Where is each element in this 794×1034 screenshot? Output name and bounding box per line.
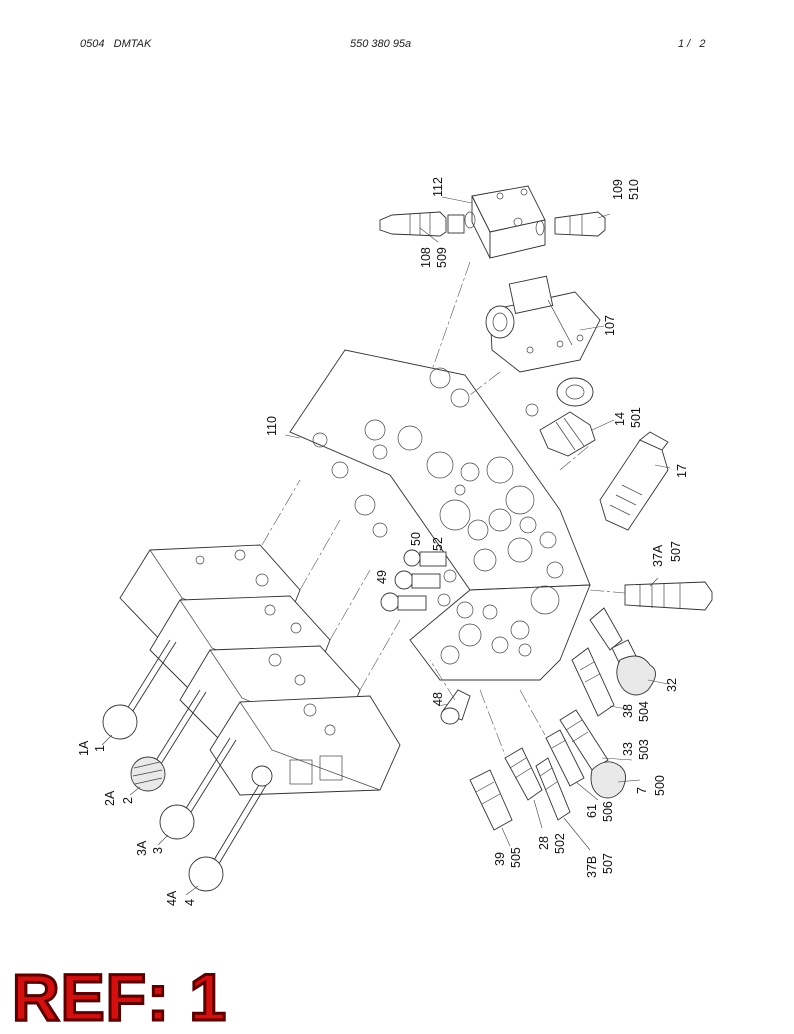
label-509: 509 [435, 247, 449, 268]
cartridge-37B [535, 757, 571, 821]
label-39: 39 [493, 852, 507, 866]
label-14: 14 [613, 412, 627, 426]
cartridge-32 [589, 607, 656, 696]
label-3A: 3A [135, 840, 149, 856]
cartridge-38 [571, 647, 615, 717]
block-112 [464, 185, 546, 259]
label-110: 110 [265, 416, 279, 436]
cartridge-33 [559, 709, 609, 771]
label-1: 1 [93, 745, 107, 752]
handle-2 [130, 689, 207, 792]
header-part-number: 550 380 95a [350, 38, 412, 50]
cartridge-14 [525, 377, 596, 457]
leader-lines [101, 196, 671, 896]
label-2: 2 [121, 797, 135, 804]
label-500: 500 [653, 775, 667, 796]
header-page-number: 1 / 2 [678, 38, 706, 50]
label-107: 107 [603, 315, 617, 336]
label-17: 17 [675, 464, 689, 478]
ref-stamp: REF: 1 [10, 960, 228, 1034]
label-49: 49 [375, 570, 389, 584]
label-28: 28 [537, 836, 551, 850]
cartridge-37A [624, 581, 713, 611]
label-37B: 37B [585, 856, 599, 878]
cartridge-7 [590, 761, 626, 799]
assembly-axes [261, 261, 626, 756]
label-507-a: 507 [669, 541, 683, 562]
label-1A: 1A [77, 740, 91, 756]
plug-48 [440, 689, 471, 725]
plug-group-49-52 [380, 549, 457, 612]
label-33: 33 [621, 742, 635, 756]
cartridge-108 [379, 211, 465, 237]
label-504: 504 [637, 701, 651, 722]
label-112: 112 [431, 177, 445, 197]
label-506: 506 [601, 801, 615, 822]
label-503: 503 [637, 739, 651, 760]
label-507-b: 507 [601, 853, 615, 874]
cartridge-28 [504, 747, 543, 801]
label-4A: 4A [165, 890, 179, 906]
cartridge-17 [599, 431, 669, 531]
label-510: 510 [627, 179, 641, 200]
part-labels: 112 109 510 108 509 107 110 14 501 17 37… [77, 177, 689, 906]
label-32: 32 [665, 678, 679, 692]
label-61: 61 [585, 804, 599, 818]
cartridge-109 [554, 211, 606, 237]
label-3: 3 [151, 847, 165, 854]
label-50: 50 [409, 532, 423, 546]
manifold-110 [289, 349, 591, 681]
label-52: 52 [431, 537, 445, 551]
valve-107 [485, 275, 601, 373]
label-7: 7 [635, 787, 649, 794]
label-4: 4 [183, 899, 197, 906]
cartridge-61 [545, 729, 585, 787]
label-37A: 37A [651, 544, 665, 567]
spool-sections [119, 544, 401, 796]
cartridge-39 [469, 769, 513, 831]
label-502: 502 [553, 833, 567, 854]
label-48: 48 [431, 692, 445, 706]
label-108: 108 [419, 247, 433, 268]
label-38: 38 [621, 704, 635, 718]
handle-3 [159, 737, 237, 840]
label-109: 109 [611, 179, 625, 200]
label-2A: 2A [103, 790, 117, 806]
label-501: 501 [629, 407, 643, 428]
handle-4 [188, 765, 273, 892]
header-doc-code: 0504 DMTAK [80, 38, 152, 50]
label-505: 505 [509, 847, 523, 868]
handle-1 [102, 639, 177, 740]
